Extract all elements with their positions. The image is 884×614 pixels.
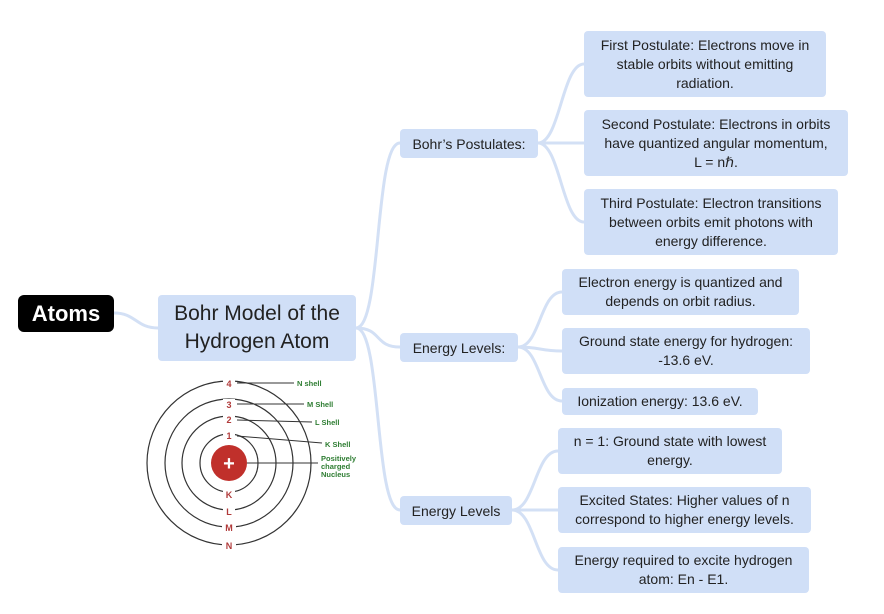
leaf-text: First Postulate: Electrons move in stabl…: [601, 36, 810, 93]
label-n-shell: N shell: [297, 379, 322, 388]
leaf-ground-state-energy[interactable]: Ground state energy for hydrogen: -13.6 …: [562, 328, 810, 374]
shell-letter-k: K: [226, 490, 233, 500]
leaf-text: Second Postulate: Electrons in orbits ha…: [602, 115, 831, 172]
main-topic-text: Bohr Model of the Hydrogen Atom: [174, 300, 340, 356]
branch-bohrs-postulates[interactable]: Bohr’s Postulates:: [400, 129, 538, 158]
link-root-main: [112, 311, 160, 330]
leaf-excitation-energy[interactable]: Energy required to excite hydrogen atom:…: [558, 547, 809, 593]
leaf-line: depends on orbit radius.: [605, 293, 756, 309]
link-b2-leaf-1: [516, 290, 564, 349]
main-topic-bohr-model[interactable]: Bohr Model of the Hydrogen Atom: [158, 295, 356, 361]
leaf-line: radiation.: [676, 74, 734, 91]
branch-label: Energy Levels: [411, 502, 501, 519]
leaf-text: Electron energy is quantized and depends…: [579, 273, 783, 311]
leaf-ionization-energy[interactable]: Ionization energy: 13.6 eV.: [562, 388, 758, 415]
leaf-line: energy.: [647, 452, 693, 468]
leaf-second-postulate[interactable]: Second Postulate: Electrons in orbits ha…: [584, 110, 848, 176]
label-k-shell: K Shell: [325, 440, 350, 449]
leader-l-shell: [236, 419, 313, 423]
leaf-line: -13.6 eV.: [658, 352, 714, 368]
leaf-ground-state-n1[interactable]: n = 1: Ground state with lowest energy.: [558, 428, 782, 474]
shell-number-4: 4: [226, 379, 231, 389]
leaf-line: have quantized angular momentum,: [604, 134, 828, 151]
leaf-line: First Postulate: Electrons move in: [600, 36, 810, 53]
nucleus-plus-icon: +: [223, 453, 235, 475]
root-node-atoms[interactable]: Atoms: [18, 295, 114, 332]
leaf-third-postulate[interactable]: Third Postulate: Electron transitions be…: [584, 189, 838, 255]
link-b1-leaf-3: [536, 141, 586, 224]
link-b1-leaf-1: [536, 62, 586, 145]
shell-letter-l: L: [226, 507, 232, 517]
leaf-text: Excited States: Higher values of n corre…: [575, 491, 794, 529]
leaf-line: n = 1: Ground state with lowest: [573, 433, 767, 449]
leaf-line: correspond to higher energy levels.: [575, 511, 794, 527]
leaf-line: Excited States: Higher values of n: [579, 492, 790, 508]
leaf-line: between orbits emit photons with: [609, 213, 813, 230]
leaf-excited-states[interactable]: Excited States: Higher values of n corre…: [558, 487, 811, 533]
leaf-line: Third Postulate: Electron transitions: [600, 194, 822, 211]
shell-number-1: 1: [226, 431, 231, 441]
leaf-text: n = 1: Ground state with lowest energy.: [574, 432, 767, 470]
label-nucleus: Nucleus: [321, 470, 350, 479]
leaf-line: Energy required to excite hydrogen: [574, 552, 793, 568]
branch-energy-levels-2[interactable]: Energy Levels: [400, 496, 512, 525]
leaf-line: L = nℏ.: [694, 153, 738, 170]
leaf-energy-quantized[interactable]: Electron energy is quantized and depends…: [562, 269, 799, 315]
link-main-branch-2: [354, 326, 402, 349]
leaf-line: Ground state energy for hydrogen:: [578, 333, 794, 349]
shell-letter-m: M: [225, 523, 233, 533]
leaf-text: Ground state energy for hydrogen: -13.6 …: [579, 332, 793, 370]
main-topic-line: Hydrogen Atom: [184, 330, 330, 353]
leaf-line: Second Postulate: Electrons in orbits: [601, 115, 831, 132]
link-b3-leaf-3: [510, 508, 560, 572]
link-main-branch-1: [354, 141, 402, 330]
link-b2-leaf-3: [516, 345, 564, 403]
label-l-shell: L Shell: [315, 418, 339, 427]
nucleus: [211, 445, 247, 481]
leaf-text: Energy required to excite hydrogen atom:…: [575, 551, 793, 589]
branch-label: Energy Levels:: [412, 339, 506, 356]
shell-number-3: 3: [226, 400, 231, 410]
shell-letter-n: N: [226, 541, 233, 551]
bohr-atom-diagram: + 4 3 2 1 K L M N N shell M Shell L Shel…: [146, 378, 357, 551]
leaf-line: stable orbits without emitting: [616, 55, 794, 72]
label-nucleus: charged: [321, 462, 351, 471]
link-main-branch-3: [354, 326, 402, 512]
root-label: Atoms: [31, 300, 101, 326]
leaf-line: Electron energy is quantized and: [578, 274, 783, 290]
leaf-text: Ionization energy: 13.6 eV.: [577, 392, 742, 411]
label-nucleus: Positively: [321, 454, 357, 463]
leaf-line: Ionization energy: 13.6 eV.: [577, 393, 743, 409]
branch-energy-levels-1[interactable]: Energy Levels:: [400, 333, 518, 362]
leaf-text: Third Postulate: Electron transitions be…: [601, 194, 822, 251]
shell-number-2: 2: [226, 415, 231, 425]
link-b3-leaf-1: [510, 449, 560, 512]
main-topic-line: Bohr Model of the: [174, 302, 340, 325]
branch-label: Bohr’s Postulates:: [412, 135, 526, 152]
leaf-first-postulate[interactable]: First Postulate: Electrons move in stabl…: [584, 31, 826, 97]
label-m-shell: M Shell: [307, 400, 333, 409]
leader-k-shell: [236, 435, 323, 444]
leaf-line: atom: En - E1.: [638, 571, 729, 587]
leaf-line: energy difference.: [655, 232, 767, 249]
